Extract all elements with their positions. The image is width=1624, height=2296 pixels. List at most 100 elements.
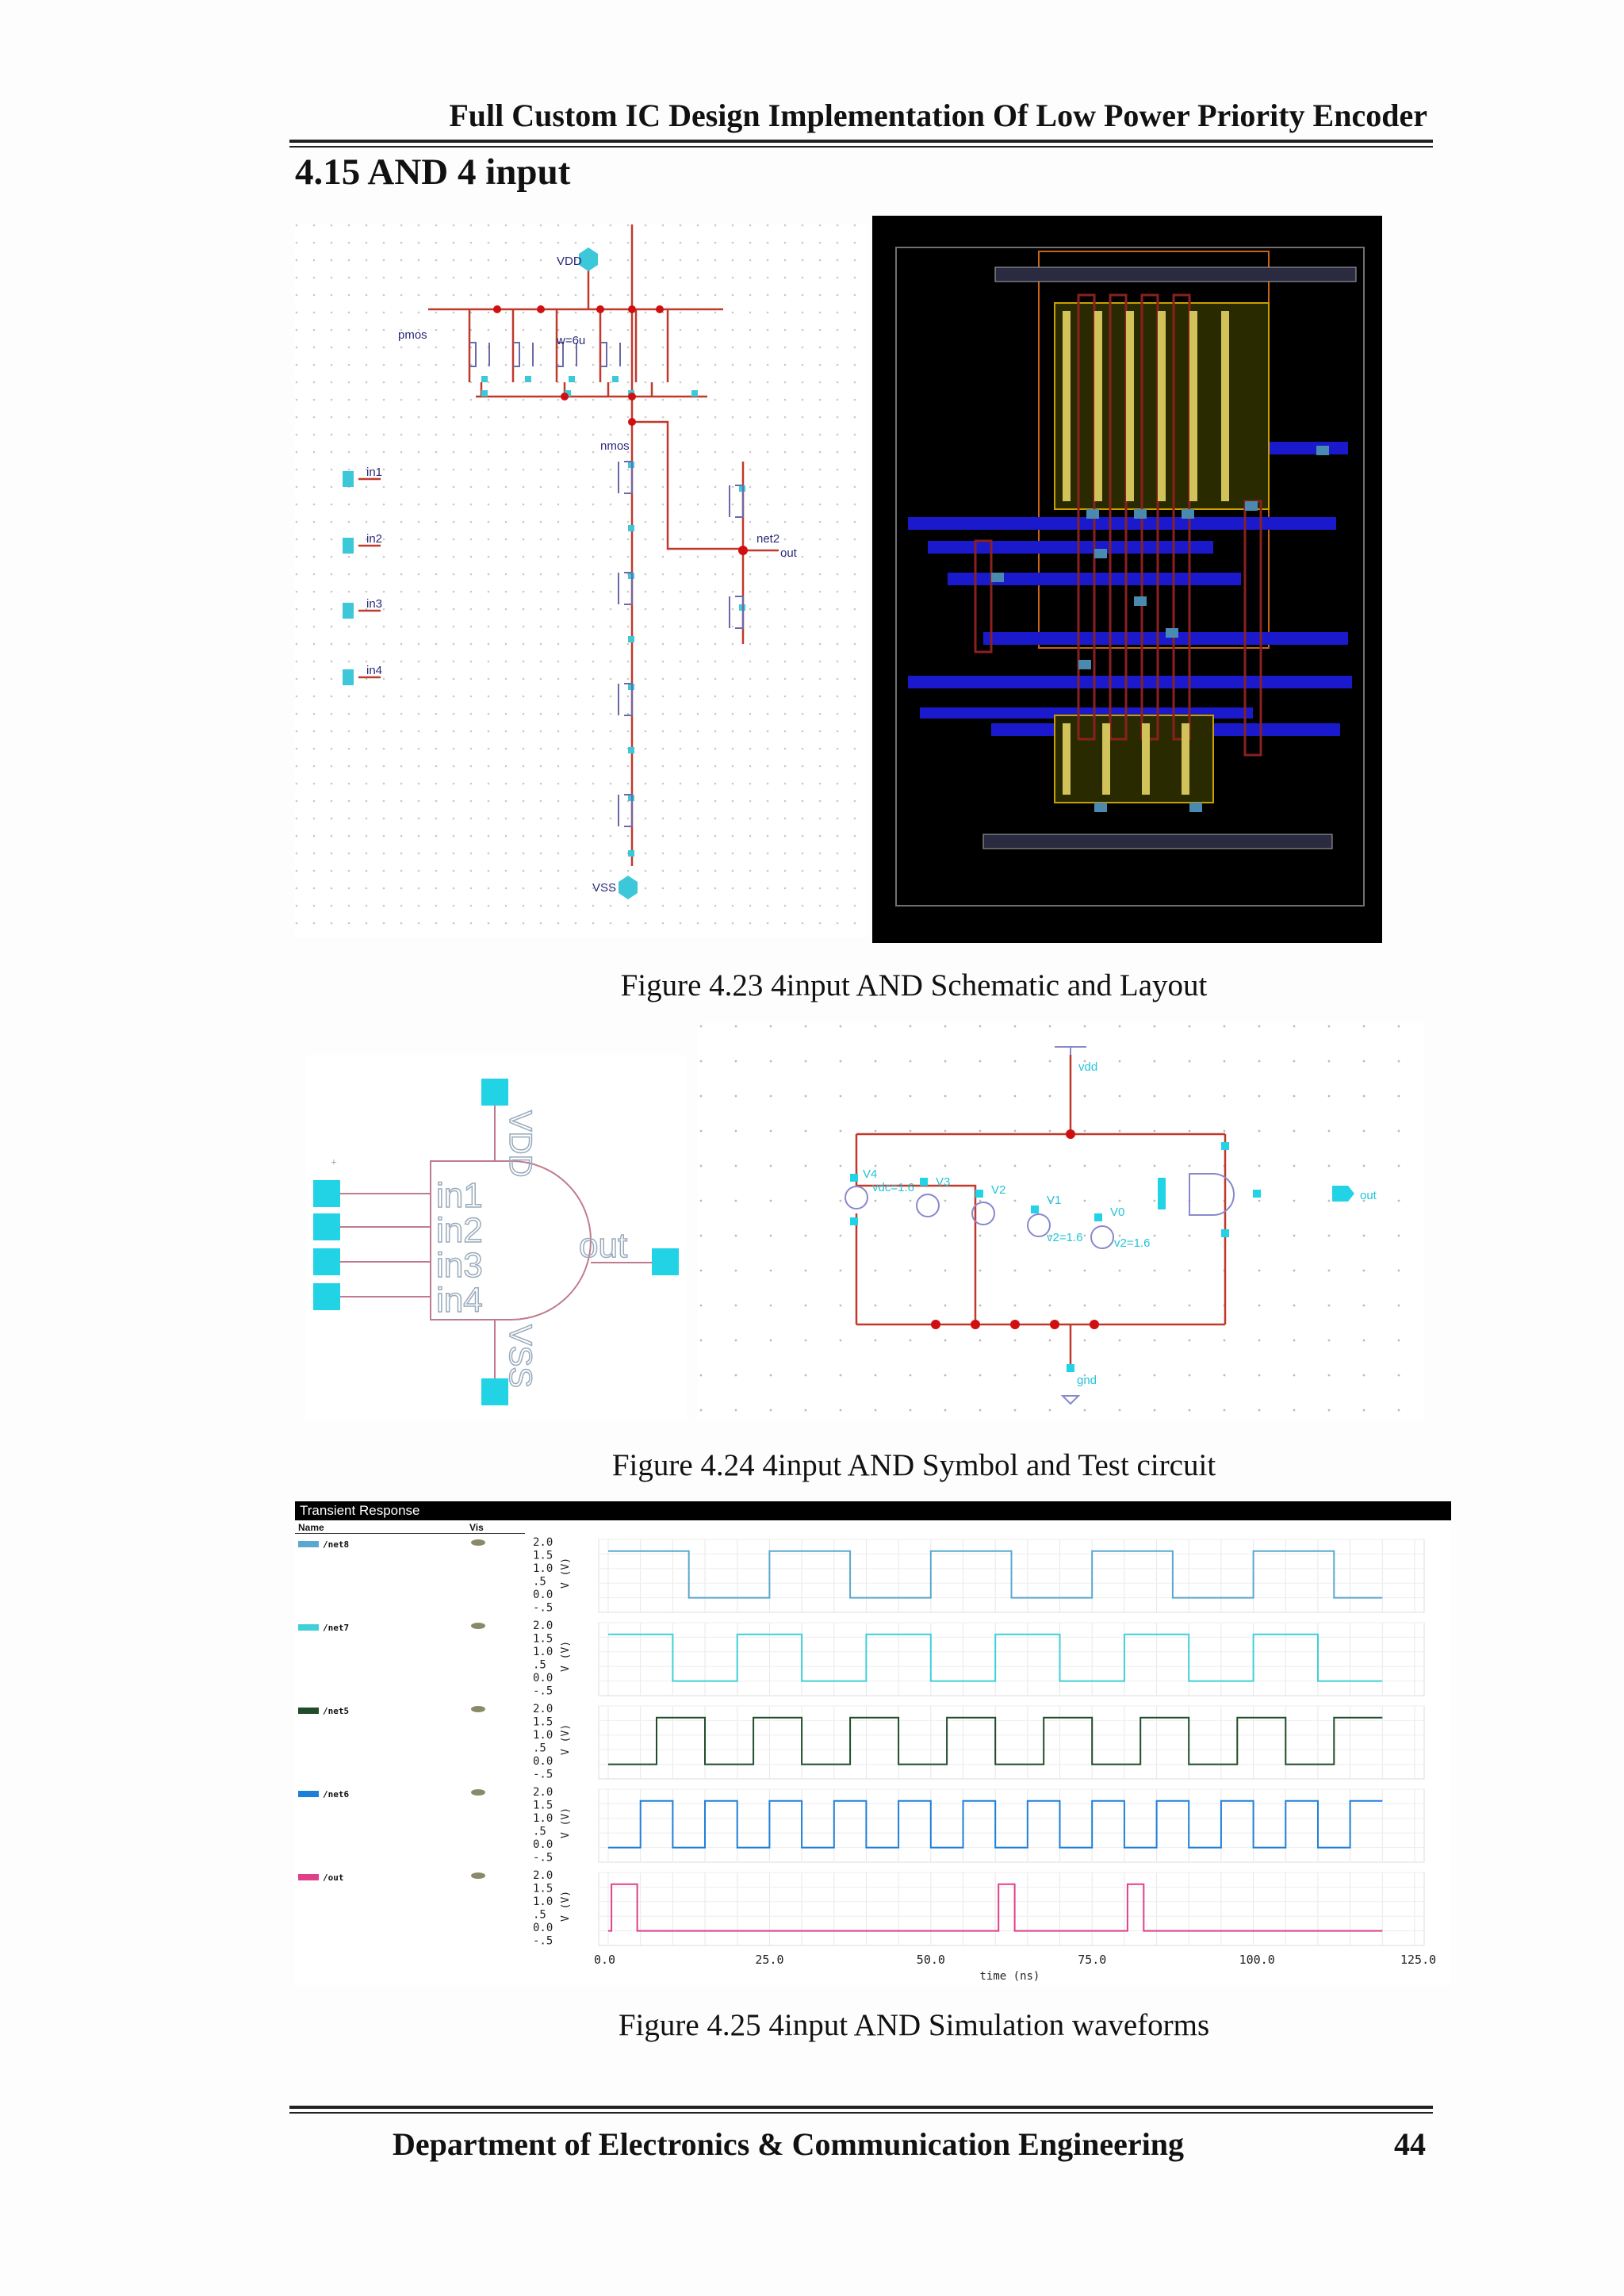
y-tick-label: 1.0 [533,1729,553,1742]
vdd-pin [481,1079,508,1106]
and4-symbol: + in1 in2 in3 in4 out VDD VSS [305,1055,686,1420]
y-tick-label: 0.0 [533,1589,553,1601]
source-v2: V2 [991,1183,1005,1197]
legend-entry: /net6 [298,1789,349,1800]
in2-pin [313,1213,340,1240]
vis-column-header: Vis [469,1522,484,1533]
page-number: 44 [1394,2126,1426,2162]
v2-label-b: v2=1.6 [1047,1231,1082,1244]
y-tick-label: 1.5 [533,1550,553,1562]
y-tick-label: 0.0 [533,1922,553,1934]
header-rule-thick [289,140,1433,143]
y-tick-label: 1.5 [533,1800,553,1812]
y-tick-label: .5 [533,1742,546,1755]
y-axis-label: V (V) [560,1641,572,1672]
x-tick-label: 100.0 [1239,1953,1275,1967]
x-tick-label: 25.0 [755,1953,783,1967]
y-tick-label: -.5 [533,1852,553,1865]
visibility-eye-icon[interactable] [471,1623,485,1629]
vss-pin [481,1378,508,1405]
out-net-label: out [1360,1189,1377,1202]
y-tick-label: 2.0 [533,1703,553,1715]
y-tick-label: -.5 [533,1935,553,1948]
waveform-window: Transient Response Name Vis /net8/net7/n… [295,1501,1451,1985]
waveform-plot: 2.01.51.0.50.0-.5V (V)2.01.51.0.50.0-.5V… [533,1536,1436,1983]
in1-label: in1 [366,466,382,479]
visibility-eye-icon[interactable] [471,1706,485,1712]
visibility-eye-icon[interactable] [471,1872,485,1879]
out-label: out [780,546,798,560]
gnd-net-label: gnd [1077,1374,1097,1387]
y-tick-label: .5 [533,1909,546,1922]
symbol-vdd: VDD [503,1110,538,1177]
nmos-label: nmos [600,439,630,453]
in4-pin [313,1283,340,1310]
footer-rule-thick [289,2106,1433,2109]
symbol-in2: in2 [436,1211,483,1250]
series-line-net7 [608,1633,1383,1682]
y-tick-label: 0.0 [533,1838,553,1851]
legend-name: /net5 [323,1706,350,1716]
series-line-out [608,1883,1383,1932]
in1-pin [313,1180,340,1207]
visibility-eye-icon[interactable] [471,1539,485,1546]
y-tick-label: 0.0 [533,1672,553,1685]
in2-label: in2 [366,532,382,546]
legend-entry: /net8 [298,1539,349,1550]
panel-frame [598,1705,1425,1780]
in3-pin [313,1248,340,1275]
legend-name: /net6 [323,1789,350,1800]
symbol-out: out [579,1226,627,1265]
y-tick-label: -.5 [533,1769,553,1781]
series-line-net6 [608,1800,1383,1849]
y-tick-label: 0.0 [533,1755,553,1768]
plus-mark: + [331,1157,337,1169]
visibility-eye-icon[interactable] [471,1789,485,1796]
footer-department: Department of Electronics & Communicatio… [393,2126,1185,2162]
vdc-label: vdc=1.6 [872,1181,914,1194]
x-tick-label: 0.0 [594,1953,615,1967]
x-axis-label: time (ns) [980,1970,1040,1983]
out-pin [652,1248,679,1275]
vdd-net-label: vdd [1078,1060,1097,1074]
y-tick-label: 2.0 [533,1536,553,1549]
test-circuit: vdd gnd out V4 V3 V2 V1 V0 vdc=1.6 v2=1.… [698,1023,1423,1420]
y-tick-label: -.5 [533,1685,553,1698]
legend-name: /net7 [323,1623,350,1633]
source-v4: V4 [863,1167,877,1181]
legend-swatch [298,1541,319,1547]
y-tick-label: .5 [533,1576,546,1589]
y-axis-label: V (V) [560,1891,572,1922]
symbol-in3: in3 [436,1246,483,1285]
x-tick-label: 75.0 [1078,1953,1106,1967]
x-tick-label: 50.0 [917,1953,945,1967]
series-line-net5 [608,1716,1383,1765]
vdd-label: VDD [557,255,582,268]
y-axis-label: V (V) [560,1807,572,1838]
y-tick-label: 2.0 [533,1786,553,1799]
symbol-in4: in4 [436,1281,483,1320]
figure-4-23-caption: Figure 4.23 4input AND Schematic and Lay… [620,968,1208,1002]
y-axis-label: V (V) [560,1724,572,1755]
y-tick-label: -.5 [533,1602,553,1615]
legend-swatch [298,1708,319,1714]
legend-entry: /net7 [298,1623,349,1633]
source-v1: V1 [1047,1194,1061,1207]
in4-label: in4 [366,664,382,677]
figure-4-25-caption: Figure 4.25 4input AND Simulation wavefo… [618,2008,1210,2042]
series-line-net8 [608,1550,1383,1599]
y-tick-label: 1.0 [533,1646,553,1658]
y-tick-label: .5 [533,1826,546,1838]
symbol-vss: VSS [503,1324,538,1388]
y-tick-label: 1.5 [533,1716,553,1729]
legend-swatch [298,1874,319,1880]
y-tick-label: 1.5 [533,1633,553,1646]
y-tick-label: 2.0 [533,1869,553,1882]
and4-schematic: VDD VSS pmos nmos w=6u net2 out in1 in2 … [295,224,868,937]
legend-entry: /net5 [298,1706,349,1716]
pmos-label: pmos [398,328,427,342]
name-column-header: Name [298,1522,324,1533]
y-tick-label: 2.0 [533,1619,553,1632]
in3-label: in3 [366,597,382,611]
legend-name: /out [323,1872,344,1883]
